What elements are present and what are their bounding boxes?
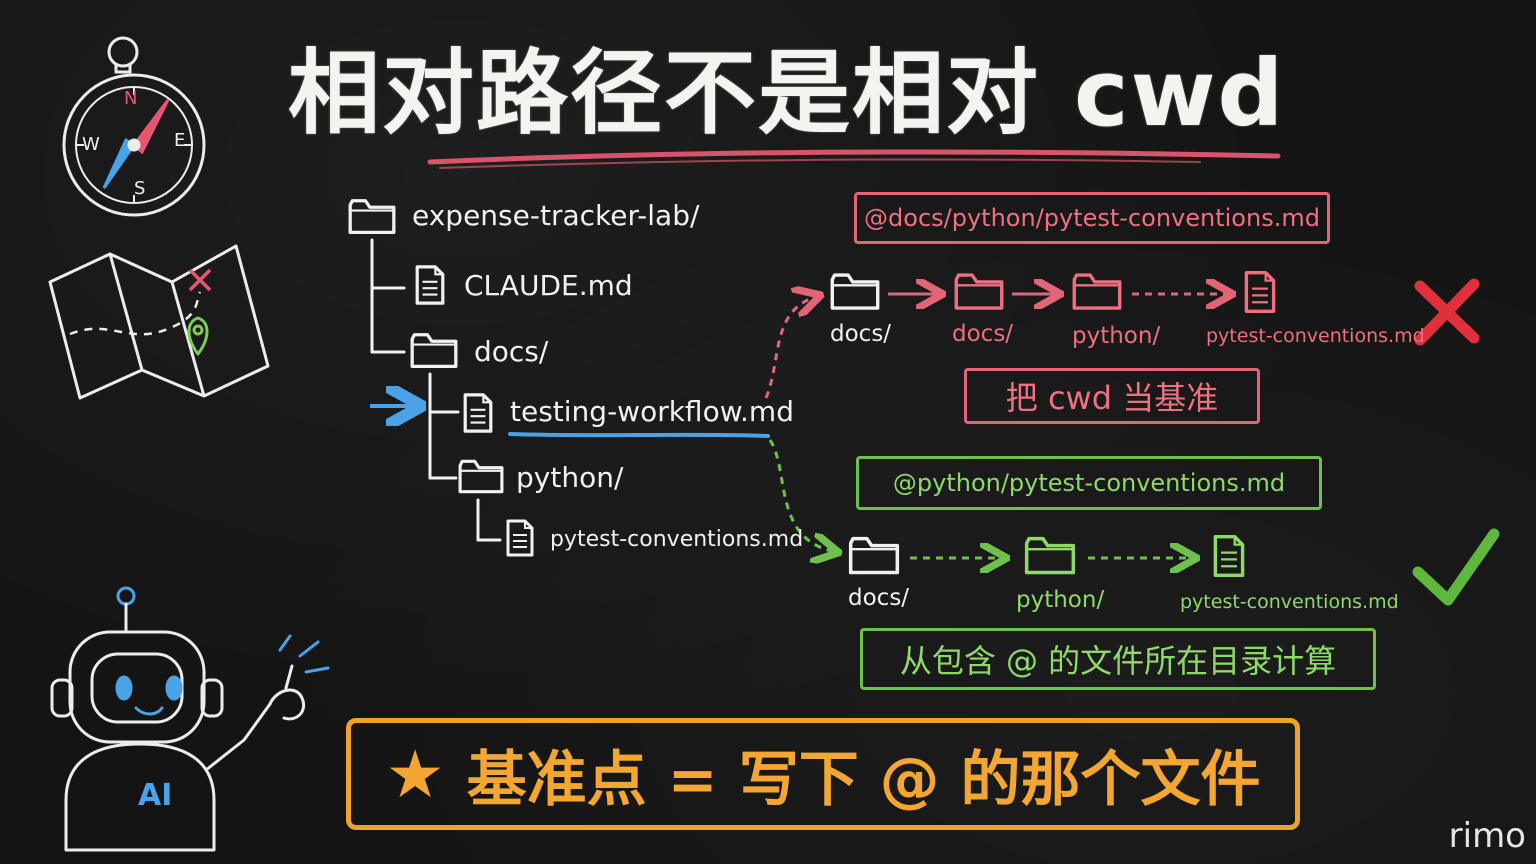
tree-claude-label: CLAUDE.md — [464, 269, 633, 302]
folder-icon — [1072, 273, 1122, 310]
folder-icon — [410, 333, 458, 369]
right-path-text: @python/pytest-conventions.md — [892, 469, 1286, 497]
compass-north: N — [124, 88, 138, 109]
file-icon — [1244, 270, 1276, 314]
folder-icon — [1024, 536, 1076, 575]
tree-python-label: python/ — [516, 461, 624, 494]
compass-icon — [62, 36, 206, 217]
robot-icon — [50, 586, 330, 852]
folder-icon — [348, 199, 396, 235]
page-title: 相对路径不是相对 cwd — [288, 40, 1286, 147]
wrong-note-box: 把 cwd 当基准 — [964, 368, 1260, 424]
folder-icon — [830, 273, 880, 310]
wrong-flow-step-3: python/ — [1072, 323, 1161, 349]
file-icon — [415, 265, 445, 305]
star-icon: ★ — [385, 735, 445, 813]
signature: rimo — [1448, 816, 1526, 856]
right-note-text: 从包含 @ 的文件所在目录计算 — [899, 642, 1337, 680]
folder-icon — [848, 536, 900, 575]
robot-ai-label: AI — [138, 778, 173, 813]
right-flow-step-1: docs/ — [848, 585, 910, 611]
red-branch-arrow — [764, 296, 818, 399]
map-icon — [48, 244, 270, 400]
file-icon — [463, 393, 493, 433]
tree-pytest-label: pytest-conventions.md — [550, 527, 804, 552]
cross-icon — [1414, 278, 1480, 346]
tree-lines — [370, 238, 502, 542]
right-flow-step-2: python/ — [1016, 587, 1105, 613]
wrong-flow-step-4: pytest-conventions.md — [1206, 325, 1425, 347]
green-branch-arrow — [768, 439, 836, 552]
compass-east: E — [174, 130, 186, 151]
banner-text: 基准点 = 写下 @ 的那个文件 — [466, 744, 1261, 815]
folder-icon — [458, 459, 504, 494]
wrong-path-text: @docs/python/pytest-conventions.md — [864, 204, 1320, 232]
tree-docs-label: docs/ — [474, 335, 549, 368]
wrong-flow-step-2: docs/ — [952, 321, 1014, 347]
right-flow-step-3: pytest-conventions.md — [1180, 591, 1399, 613]
blue-underline — [508, 432, 770, 438]
wrong-note-text: 把 cwd 当基准 — [1005, 379, 1219, 417]
tree-root-label: expense-tracker-lab/ — [412, 199, 700, 232]
right-note-box: 从包含 @ 的文件所在目录计算 — [860, 628, 1376, 690]
folder-icon — [954, 273, 1004, 310]
check-icon — [1412, 528, 1500, 606]
compass-west: W — [82, 134, 100, 155]
file-icon — [1213, 534, 1245, 578]
compass-south: S — [134, 178, 146, 199]
file-icon — [506, 519, 534, 557]
tree-testing-label: testing-workflow.md — [510, 395, 794, 428]
title-underline — [427, 149, 1281, 165]
right-path-box: @python/pytest-conventions.md — [856, 456, 1322, 510]
wrong-flow-step-1: docs/ — [830, 321, 892, 347]
wrong-path-box: @docs/python/pytest-conventions.md — [854, 192, 1330, 244]
key-takeaway-banner: ★ 基准点 = 写下 @ 的那个文件 — [346, 718, 1300, 830]
